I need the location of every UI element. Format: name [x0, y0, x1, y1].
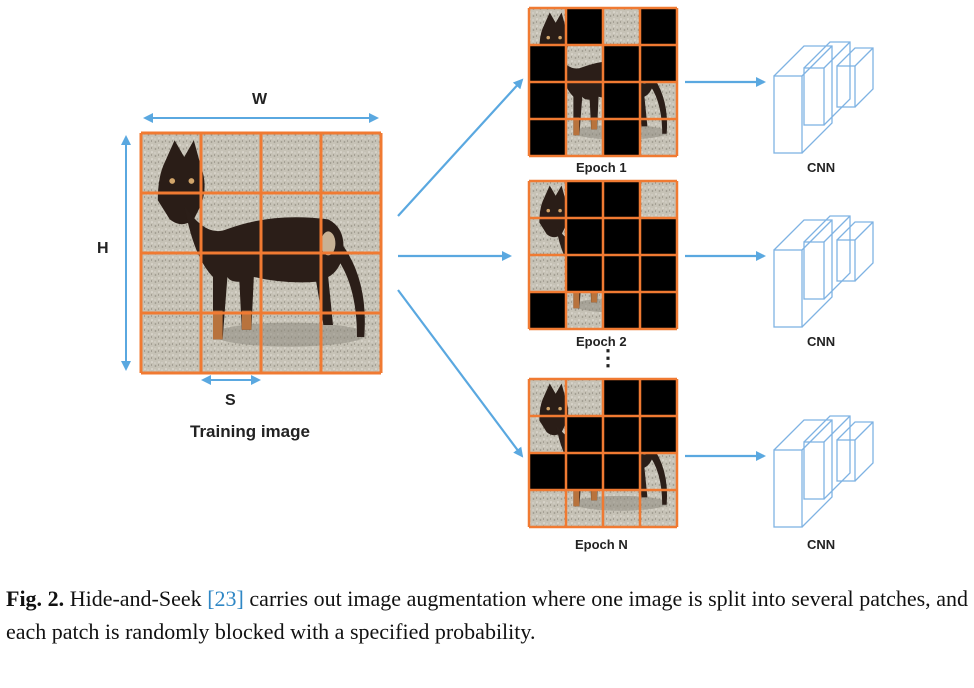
epoch-1-hidden-patch-r1-c2 [603, 45, 640, 82]
cnn-icon-3 [773, 415, 874, 528]
epoch-2-hidden-patch-r1-c3 [640, 218, 677, 255]
epoch-3-hidden-patch-r2-c2 [603, 453, 640, 490]
epoch-1-hidden-patch-r0-c1 [566, 8, 603, 45]
training-image [139, 131, 383, 375]
cnn-2-layer-3 [836, 221, 874, 282]
epoch-2-hidden-patch-r3-c2 [603, 292, 640, 329]
patch-size-label: S [225, 392, 236, 409]
epoch-3-grid [527, 377, 679, 529]
epoch-n-label: Epoch N [575, 537, 628, 552]
cnn-label-n: CNN [807, 537, 836, 552]
epoch-3-hidden-patch-r1-c1 [566, 416, 603, 453]
epoch-3-hidden-patch-r1-c2 [603, 416, 640, 453]
epoch-2-hidden-patch-r2-c2 [603, 255, 640, 292]
cnn-1-layer-1 [773, 45, 833, 154]
image-to-epoch-arrow-3 [397, 289, 524, 458]
epoch-3-hidden-patch-r0-c2 [603, 379, 640, 416]
cnn-label-1: CNN [807, 160, 836, 175]
epoch-2-hidden-patch-r3-c0 [529, 292, 566, 329]
epoch-1-hidden-patch-r1-c3 [640, 45, 677, 82]
figure-caption: Fig. 2. Hide-and-Seek [23] carries out i… [6, 582, 968, 648]
flow-arrows [397, 77, 766, 461]
epoch-3-hidden-patch-r2-c1 [566, 453, 603, 490]
hide-and-seek-diagram: W H S Training image Epoch 1 Epoch 2 Epo… [97, 6, 874, 552]
epoch-2-hidden-patch-r2-c1 [566, 255, 603, 292]
epoch-grids [527, 6, 679, 529]
caption-text-start: Hide-and-Seek [69, 586, 202, 611]
cnn-icon-2 [773, 215, 874, 328]
epoch-3-hidden-patch-r1-c3 [640, 416, 677, 453]
diagram-canvas [121, 6, 874, 529]
cnn-icon-1 [773, 41, 874, 154]
epoch-1-label: Epoch 1 [576, 160, 627, 175]
epoch-1-hidden-patch-r2-c0 [529, 82, 566, 119]
image-to-epoch-arrow-1 [397, 78, 524, 217]
cnn-1-layer-3 [836, 47, 874, 108]
epoch-2-hidden-patch-r0-c1 [566, 181, 603, 218]
cnn-icons [773, 41, 874, 528]
figure-number: Fig. 2. [6, 586, 65, 611]
training-image-label: Training image [190, 422, 310, 441]
caption-text-end: carries out image augmentation where one… [6, 586, 968, 644]
cnn-2-layer-2 [803, 215, 851, 300]
epoch-2-hidden-patch-r3-c3 [640, 292, 677, 329]
epoch-1-hidden-patch-r3-c0 [529, 119, 566, 156]
epoch-3-hidden-patch-r0-c3 [640, 379, 677, 416]
dimension-arrows [121, 113, 379, 385]
epoch-2-hidden-patch-r1-c2 [603, 218, 640, 255]
epoch-2-grid [527, 179, 679, 331]
cnn-label-2: CNN [807, 334, 836, 349]
epoch-1-grid [527, 6, 679, 158]
cnn-2-layer-1 [773, 219, 833, 328]
height-label: H [97, 240, 109, 257]
epoch-1-hidden-patch-r2-c2 [603, 82, 640, 119]
epoch-2-hidden-patch-r0-c2 [603, 181, 640, 218]
epoch-1-hidden-patch-r3-c2 [603, 119, 640, 156]
epoch-3-hidden-patch-r2-c0 [529, 453, 566, 490]
cnn-1-layer-2 [803, 41, 851, 126]
epoch-1-hidden-patch-r0-c3 [640, 8, 677, 45]
epoch-2-hidden-patch-r1-c1 [566, 218, 603, 255]
cnn-3-layer-2 [803, 415, 851, 500]
epoch-1-hidden-patch-r1-c0 [529, 45, 566, 82]
cnn-3-layer-1 [773, 419, 833, 528]
width-label: W [252, 91, 268, 108]
reference-link[interactable]: [23] [207, 586, 244, 611]
epoch-2-hidden-patch-r2-c3 [640, 255, 677, 292]
cnn-3-layer-3 [836, 421, 874, 482]
epoch-2-label: Epoch 2 [576, 334, 627, 349]
ellipsis: ⋮ [597, 345, 619, 370]
